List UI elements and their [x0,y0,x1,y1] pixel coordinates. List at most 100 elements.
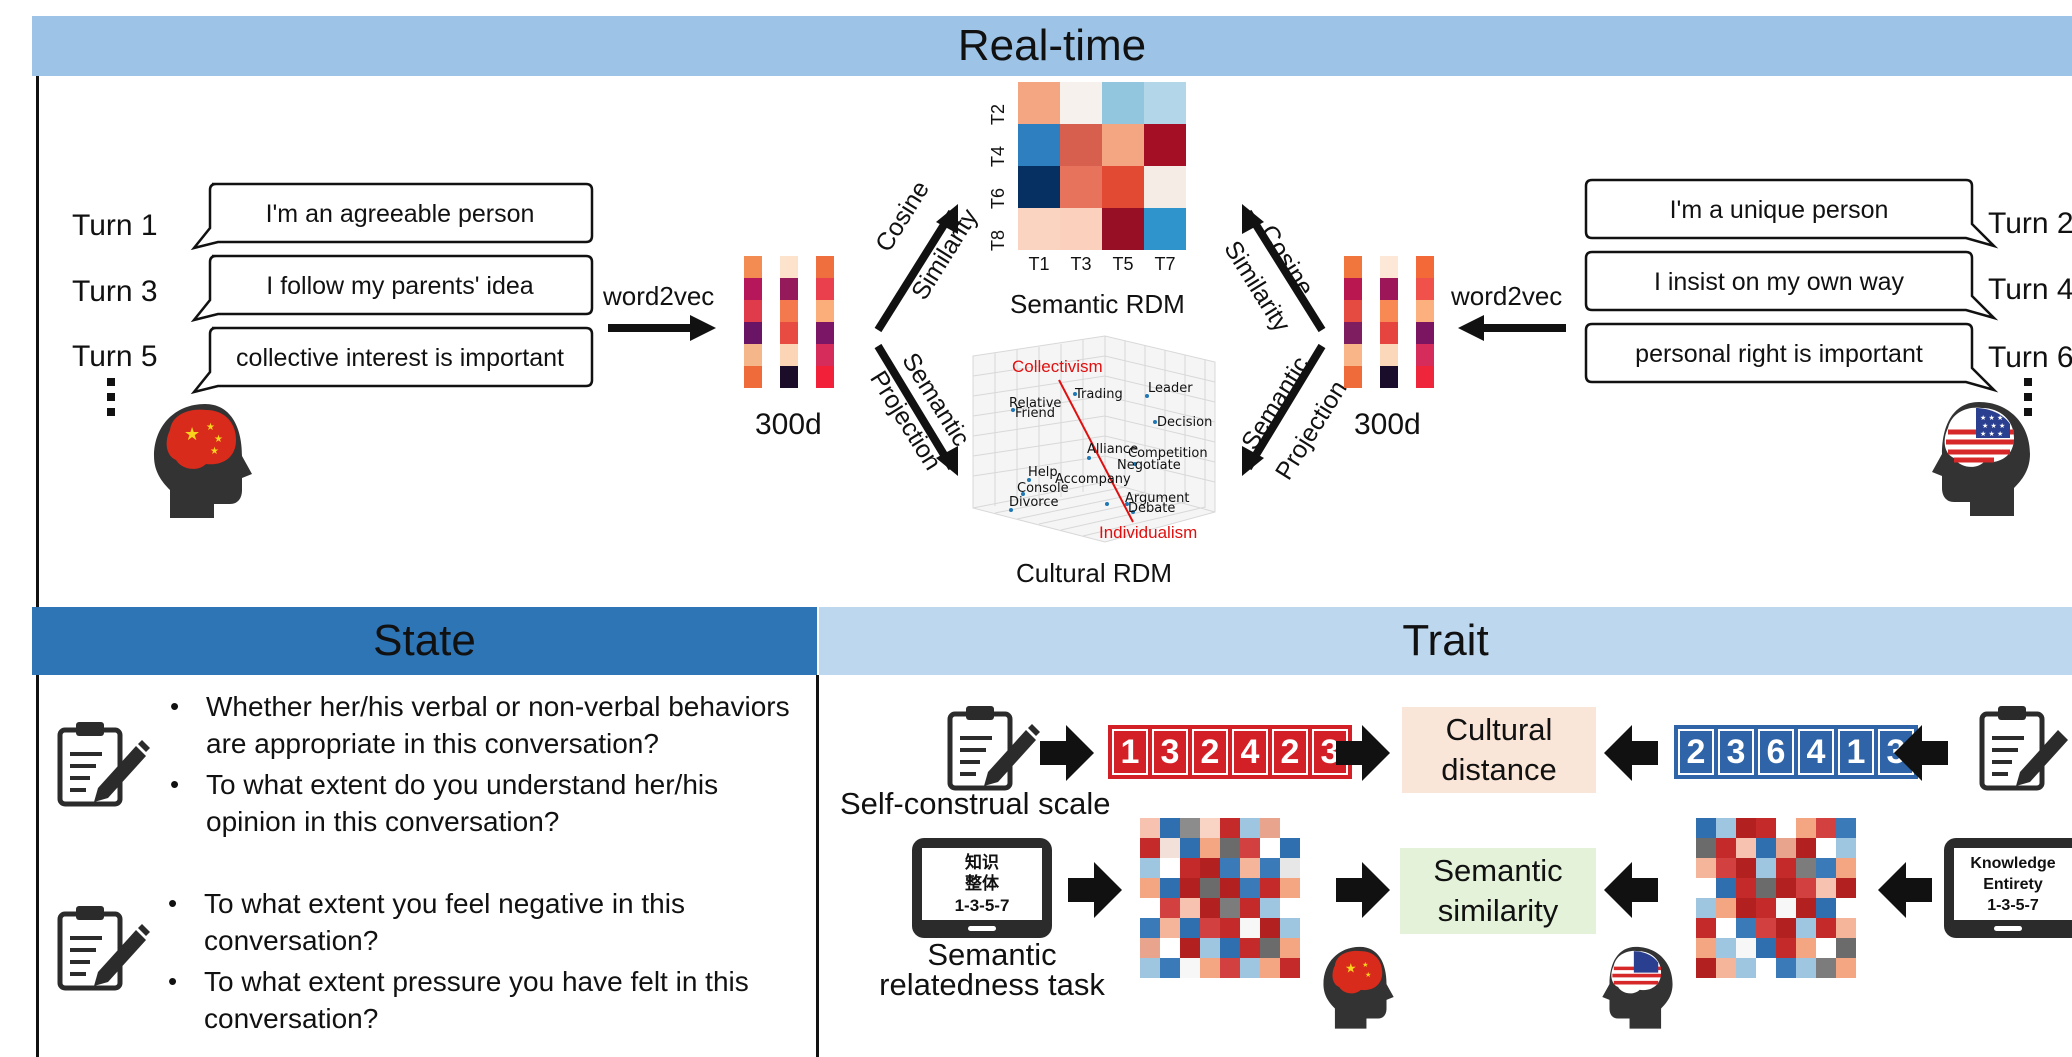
cultural-word: Divorce [1009,495,1058,510]
matrix-cell [1180,898,1200,918]
semantic-relatedness-task-label: Semantic relatedness task [879,937,1105,1002]
clipboard-pen-icon [57,722,150,807]
word-vector-column [816,256,834,388]
speech-bubble-1: I'm an agreeable person [190,182,594,251]
cultural-word: Negotiate [1117,458,1181,473]
matrix-cell [1240,838,1260,858]
matrix-cell [1200,898,1220,918]
digit-cell: 4 [1232,729,1268,775]
semantic-rdm-title: Semantic RDM [1010,289,1185,319]
similarity-matrix-right [1696,818,1856,978]
arrow-left-diagonals [874,204,958,476]
rdm-row-label: T4 [988,145,1009,168]
matrix-cell [1716,938,1736,958]
matrix-cell [1280,818,1300,838]
state-questions-group-2: To what extent you feel negative in this… [160,885,810,1037]
block-arrow-right-icon [1336,725,1390,781]
utterance-left-1: I'm an agreeable person [266,200,535,228]
ellipsis-left [107,378,115,416]
cultural-word: Relative [1009,396,1061,411]
matrix-cell [1140,958,1160,978]
vector-cell [1416,278,1434,300]
matrix-cell [1776,938,1796,958]
matrix-cell [1756,918,1776,938]
matrix-cell [1160,838,1180,858]
head-china-icon: ★ ★ ★ [1323,946,1394,1029]
digit-cell: 2 [1678,729,1714,775]
matrix-cell [1736,938,1756,958]
matrix-cell [1220,838,1240,858]
matrix-cell [1220,918,1240,938]
digit-cell: 6 [1758,729,1794,775]
matrix-cell [1140,918,1160,938]
clipboard-pen-icon [1979,706,2068,791]
matrix-cell [1816,878,1836,898]
matrix-cell [1716,958,1736,978]
rdm-cell [1102,208,1144,250]
rdm-row-label: T8 [988,229,1009,252]
turn-label-3: Turn 3 [72,275,158,308]
vector-cell [744,256,762,278]
tablet-right-icon: Knowledge Entirety 1-3-5-7 [1944,838,2072,938]
vector-cell [744,300,762,322]
speech-bubble-5: collective interest is important [190,326,594,395]
state-questions-group-1: Whether her/his verbal or non-verbal beh… [162,688,802,840]
matrix-cell [1260,958,1280,978]
vector-cell [1416,366,1434,388]
cultural-word: Argument [1125,491,1190,506]
collectivism-label: Collectivism [1012,357,1103,376]
cultural-word: Debate [1128,501,1175,516]
matrix-cell [1240,878,1260,898]
utterance-right-2: I'm a unique person [1670,196,1889,224]
matrix-cell [1816,938,1836,958]
digit-cell: 3 [1152,729,1188,775]
tablet-left-line: 知识 [965,852,999,873]
tablet-left-icon: 知识 整体 1-3-5-7 [912,838,1052,938]
state-left-border [36,675,39,1057]
matrix-cell [1716,918,1736,938]
turn-label-2: Turn 2 [1988,207,2072,240]
matrix-cell [1776,858,1796,878]
realtime-header: Real-time [32,16,2072,76]
speech-bubble-4: I insist on my own way [1584,250,1999,321]
rdm-cell [1018,82,1060,124]
cultural-word: Console [1017,481,1069,496]
matrix-cell [1756,838,1776,858]
state-question: To what extent you feel negative in this… [160,885,810,959]
cultural-word: Trading [1074,387,1123,402]
matrix-cell [1220,958,1240,978]
matrix-cell [1836,918,1856,938]
vector-cell [780,278,798,300]
matrix-cell [1836,938,1856,958]
matrix-cell [1836,898,1856,918]
matrix-cell [1796,918,1816,938]
matrix-cell [1160,858,1180,878]
matrix-cell [1796,878,1816,898]
state-question: To what extent do you understand her/his… [162,766,802,840]
left-speech-bubbles: I'm an agreeable person I follow my pare… [190,182,594,395]
matrix-cell [1816,838,1836,858]
matrix-cell [1696,918,1716,938]
arrow-right-icon [608,315,716,341]
matrix-cell [1180,818,1200,838]
tablet-right-line: 1-3-5-7 [1987,896,2039,914]
matrix-cell [1796,898,1816,918]
state-right-border [816,675,819,1057]
matrix-cell [1180,858,1200,878]
matrix-cell [1836,838,1856,858]
trait-header: Trait [819,607,2072,675]
matrix-cell [1140,838,1160,858]
vector-cell [1380,256,1398,278]
matrix-cell [1180,958,1200,978]
cultural-word: Accompany [1055,472,1131,487]
vector-cell [1380,344,1398,366]
rdm-cell [1102,124,1144,166]
block-arrow-right-icon [1040,725,1094,781]
matrix-cell [1796,858,1816,878]
matrix-cell [1260,878,1280,898]
matrix-cell [1200,918,1220,938]
digit-sequence-right: 236413 [1674,725,1918,779]
matrix-cell [1776,818,1796,838]
cultural-distance-label: Cultural distance [1441,712,1557,787]
